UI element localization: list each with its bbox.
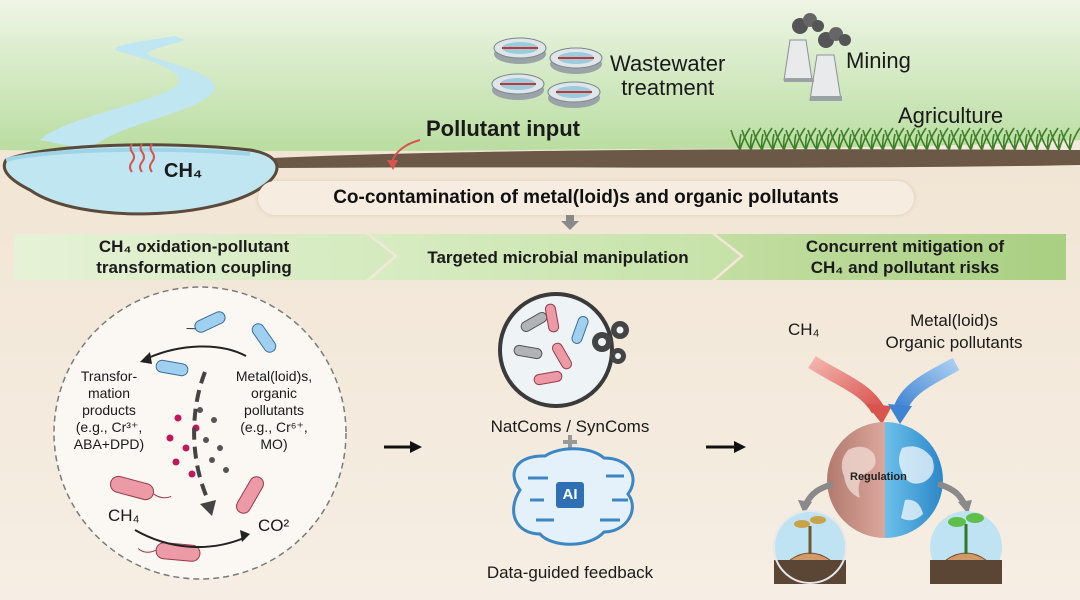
transformation-arrowhead — [140, 352, 152, 364]
agriculture-label: Agriculture — [898, 103, 1004, 128]
transformation-arrow — [147, 345, 247, 359]
ch4-arrowhead — [866, 404, 892, 424]
methane-to-co2-arrow — [134, 529, 245, 548]
methane-to-co2-arrowhead — [240, 530, 250, 542]
right-ch4-label: CH₄ — [788, 320, 820, 339]
band-shape-1 — [14, 234, 394, 280]
lake-ch4-label: CH₄ — [164, 160, 203, 182]
pollutant-arrowhead — [888, 404, 912, 424]
plant-hands-icon-right — [930, 511, 1002, 584]
natcoms-syncoms-label: NatComs / SynComs — [490, 417, 650, 436]
regulation-arrow-left — [803, 481, 834, 506]
band-shape-2 — [370, 234, 740, 280]
bacteria-illustrations — [109, 311, 277, 562]
ai-chip-label: AI — [556, 482, 584, 508]
down-arrow-icon — [561, 213, 579, 230]
band-shape-3 — [716, 234, 1066, 280]
globe-icon — [827, 422, 943, 538]
data-guided-feedback-label: Data-guided feedback — [486, 563, 654, 582]
plus-icon — [563, 435, 577, 449]
pollutant-input-arrow — [391, 139, 421, 163]
microbe-process-circle — [53, 286, 347, 580]
mining-factory-icon — [783, 13, 851, 101]
transformation-products-label: Transfor- mation products (e.g., Cr³⁺, A… — [73, 368, 145, 452]
oxidation-dashed-arrow — [192, 371, 210, 501]
methane-emission-arrows — [129, 143, 155, 173]
river — [40, 36, 215, 150]
landscape-grass — [0, 0, 1080, 152]
lake-surface — [5, 147, 251, 162]
mining-label: Mining — [846, 48, 911, 73]
band-label-coupling: CH₄ oxidation-pollutant transformation c… — [96, 237, 292, 277]
soil-surface-line — [230, 149, 1080, 168]
co-contamination-banner: Co-contamination of metal(loid)s and org… — [258, 181, 914, 215]
pollutant-converging-arrow — [893, 357, 960, 413]
band-label-manipulation: Targeted microbial manipulation — [427, 248, 689, 267]
pollutants-input-label: Metal(loid)s, organic pollutants (e.g., … — [235, 368, 313, 452]
ch4-converging-arrow — [808, 356, 885, 414]
oxidation-arrowhead — [200, 500, 216, 516]
agriculture-crops-icon — [730, 127, 1080, 151]
methane-label: CH₄ — [108, 506, 140, 525]
co2-label: CO² — [258, 516, 290, 535]
wastewater-tanks-icon — [491, 37, 603, 108]
regulation-label: Regulation — [850, 471, 907, 483]
pollutant-input-arrowhead — [387, 160, 398, 170]
microbial-community-icon — [498, 292, 629, 408]
plant-hands-icon-left — [773, 510, 847, 584]
flow-arrow-1 — [384, 441, 422, 453]
pollutant-input-label: Pollutant input — [426, 116, 580, 141]
wastewater-label: Wastewater treatment — [610, 51, 726, 100]
regulation-arrowhead-right — [958, 500, 972, 514]
pollutant-particles — [166, 407, 229, 478]
regulation-arrowhead-left — [798, 500, 812, 514]
right-pollutants-label: Metal(loid)s Organic pollutants — [885, 311, 1023, 352]
band-label-mitigation: Concurrent mitigation of CH₄ and polluta… — [805, 237, 1005, 277]
flow-arrow-2 — [706, 441, 746, 453]
